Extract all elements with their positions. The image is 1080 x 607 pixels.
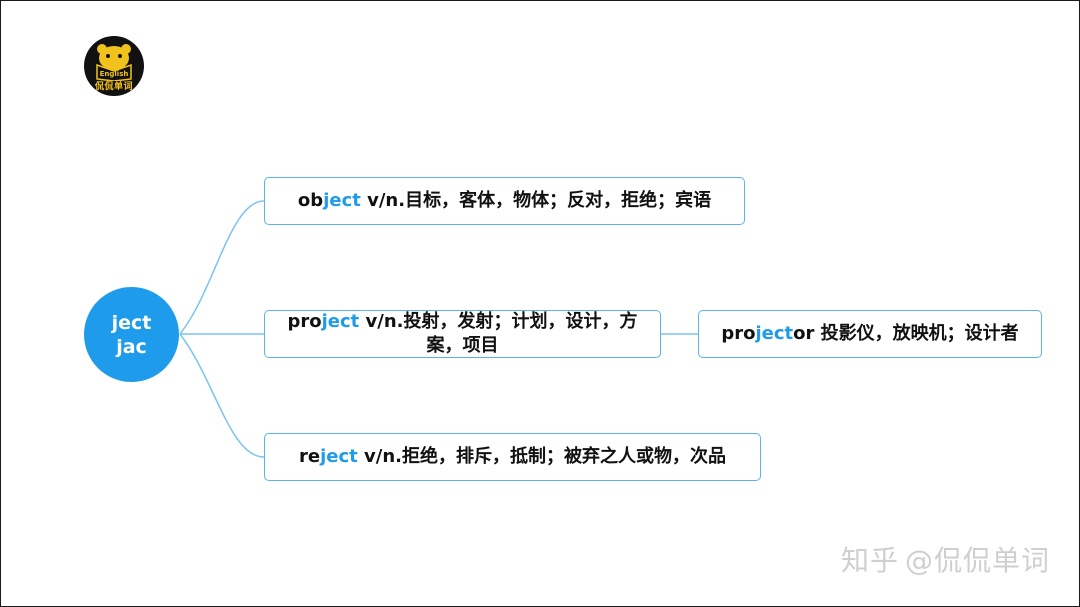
watermark-author: @侃侃单词 bbox=[904, 544, 1050, 577]
sub-branch-node-projector: projector 投影仪，放映机；设计者 bbox=[698, 310, 1042, 358]
branch-node-object: object v/n.目标，客体，物体；反对，拒绝；宾语 bbox=[264, 177, 745, 225]
root-node: ject jac bbox=[84, 287, 179, 382]
word-suffix: or bbox=[793, 323, 815, 344]
connector-to-reject bbox=[179, 333, 265, 458]
word-root: ject bbox=[755, 323, 794, 344]
root-line-2: jac bbox=[116, 335, 147, 358]
definition: 投影仪，放映机；设计者 bbox=[814, 323, 1019, 344]
word-prefix: pro bbox=[287, 311, 322, 332]
branch-node-project: project v/n.投射，发射；计划，设计，方案，项目 bbox=[264, 310, 661, 358]
logo-caption: 侃侃单词 bbox=[94, 81, 133, 92]
connector-to-object bbox=[179, 200, 265, 335]
word-root: ject bbox=[321, 311, 360, 332]
branch-text: project v/n.投射，发射；计划，设计，方案，项目 bbox=[275, 310, 650, 358]
definition: v/n.目标，客体，物体；反对，拒绝；宾语 bbox=[360, 190, 712, 211]
branch-text: reject v/n.拒绝，排斥，抵制；被弃之人或物，次品 bbox=[299, 445, 726, 469]
word-prefix: pro bbox=[721, 323, 756, 344]
word-prefix: ob bbox=[297, 190, 324, 211]
branch-node-reject: reject v/n.拒绝，排斥，抵制；被弃之人或物，次品 bbox=[264, 433, 761, 481]
bear-reading-icon: English bbox=[96, 43, 132, 81]
definition: v/n.投射，发射；计划，设计，方案，项目 bbox=[359, 311, 638, 356]
root-line-1: ject bbox=[111, 311, 152, 334]
definition: v/n.拒绝，排斥，抵制；被弃之人或物，次品 bbox=[357, 446, 726, 467]
word-root: ject bbox=[320, 446, 358, 467]
watermark: 知乎 @侃侃单词 bbox=[841, 539, 1050, 579]
brand-logo: English 侃侃单词 bbox=[84, 36, 144, 96]
watermark-site: 知乎 bbox=[840, 544, 899, 577]
word-prefix: re bbox=[299, 446, 321, 467]
branch-text: projector 投影仪，放映机；设计者 bbox=[721, 322, 1018, 346]
word-root: ject bbox=[323, 190, 361, 211]
branch-text: object v/n.目标，客体，物体；反对，拒绝；宾语 bbox=[298, 189, 711, 213]
logo-book-text: English bbox=[100, 70, 129, 78]
